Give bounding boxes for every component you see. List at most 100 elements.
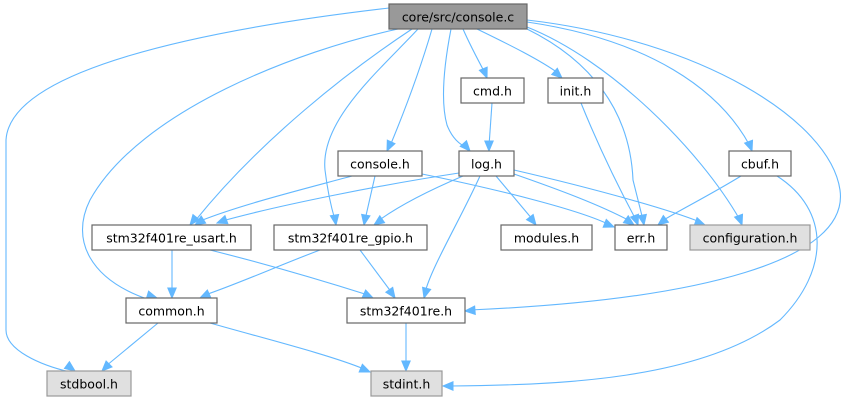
node-box	[370, 370, 443, 397]
node-label: configuration.h	[703, 231, 798, 246]
arrowhead-icon	[372, 214, 386, 226]
edge-line	[526, 21, 751, 147]
edge-log_h-to-modules_h	[495, 175, 537, 227]
arrowhead-icon	[386, 139, 396, 153]
node-label: err.h	[627, 231, 656, 246]
arrowhead-icon	[693, 216, 707, 227]
node-cbuf-h[interactable]: cbuf.h	[728, 150, 792, 177]
node-err-h[interactable]: err.h	[614, 224, 668, 251]
node-box	[689, 224, 811, 251]
node-box	[614, 224, 668, 251]
node-cmd-h[interactable]: cmd.h	[460, 77, 525, 104]
arrowhead-icon	[361, 289, 375, 299]
edge-line	[204, 249, 321, 296]
node-log-h[interactable]: log.h	[458, 150, 515, 177]
arrowhead-icon	[384, 286, 396, 300]
node-box	[460, 77, 525, 104]
edge-line	[364, 175, 376, 221]
edge-line	[199, 175, 353, 222]
arrowhead-icon	[358, 363, 372, 373]
edge-gpio_h-to-stm32_h	[359, 249, 396, 300]
edge-line	[221, 172, 460, 222]
edge-console_c-to-log_h	[443, 28, 471, 152]
edge-line	[424, 175, 481, 294]
edge-line	[513, 173, 631, 222]
node-label: console.h	[350, 157, 410, 172]
edge-line	[513, 169, 701, 223]
arrowhead-icon	[63, 360, 77, 372]
edge-log_h-to-configuration_h	[513, 169, 707, 227]
node-modules-h[interactable]: modules.h	[500, 224, 593, 251]
node-label: stm32f401re.h	[360, 304, 452, 319]
node-configuration-h: configuration.h	[689, 224, 811, 251]
edge-line	[359, 249, 393, 294]
arrowhead-icon	[198, 289, 212, 299]
arrowhead-icon	[441, 381, 454, 391]
arrowhead-icon	[459, 139, 471, 152]
node-stdbool-h: stdbool.h	[46, 370, 132, 397]
edge-cbuf_h-to-stdint_h	[441, 175, 818, 391]
edge-line	[495, 175, 534, 221]
node-label: modules.h	[514, 231, 579, 246]
edge-line	[377, 175, 464, 222]
arrowhead-icon	[550, 67, 563, 79]
node-label: cmd.h	[473, 84, 512, 99]
node-usart-h[interactable]: stm32f401re_usart.h	[91, 224, 252, 251]
node-box	[728, 150, 792, 177]
node-label: stm32f401re_gpio.h	[288, 231, 413, 246]
edge-line	[449, 175, 818, 387]
edge-common_h-to-stdbool_h	[101, 322, 159, 372]
arrowhead-icon	[329, 213, 340, 227]
arrowhead-icon	[463, 305, 476, 316]
edge-console_h-to-gpio_h	[361, 175, 376, 227]
edge-console_c-to-configuration_h	[526, 26, 744, 227]
edge-console_c-to-cmd_h	[462, 28, 488, 80]
edge-line	[209, 249, 369, 296]
arrowhead-icon	[101, 360, 113, 372]
node-label: common.h	[138, 304, 204, 319]
edge-console_c-to-console_h	[386, 28, 433, 153]
edge-line	[389, 28, 433, 147]
edge-console_c-to-stdbool_h	[5, 7, 390, 373]
arrowhead-icon	[629, 213, 640, 227]
node-gpio-h[interactable]: stm32f401re_gpio.h	[273, 224, 428, 251]
arrowhead-icon	[743, 139, 754, 153]
edge-init_h-to-err_h	[580, 102, 640, 227]
node-init-h[interactable]: init.h	[547, 77, 604, 104]
arrowhead-icon	[421, 286, 432, 300]
node-label: log.h	[471, 157, 502, 172]
node-box	[125, 297, 218, 324]
arrowhead-icon	[401, 360, 411, 373]
edge-console_h-to-usart_h	[193, 175, 353, 226]
arrowhead-icon	[525, 213, 537, 227]
node-box	[388, 3, 528, 30]
node-console-h[interactable]: console.h	[337, 150, 423, 177]
edge-console_c-to-init_h	[476, 28, 563, 79]
arrowhead-icon	[478, 66, 488, 80]
node-stm32-h[interactable]: stm32f401re.h	[346, 297, 466, 324]
edge-gpio_h-to-common_h	[198, 249, 321, 299]
edge-line	[194, 28, 413, 222]
edge-line	[661, 175, 742, 222]
edge-line	[469, 19, 841, 311]
edge-log_h-to-stm32_h	[421, 175, 481, 300]
edge-line	[488, 102, 493, 147]
edge-line	[462, 28, 486, 74]
node-stdint-h: stdint.h	[370, 370, 443, 397]
arrowhead-icon	[167, 287, 177, 300]
edge-console_c-to-gpio_h	[324, 28, 419, 227]
arrowhead-icon	[622, 214, 636, 226]
edge-cbuf_h-to-err_h	[656, 175, 742, 226]
edge-console_c-to-err_h	[526, 28, 647, 227]
node-console-c[interactable]: core/src/console.c	[388, 3, 528, 30]
edge-line	[81, 28, 399, 301]
node-box	[46, 370, 132, 397]
edge-console_c-to-usart_h	[189, 28, 413, 227]
node-label: stm32f401re_usart.h	[106, 231, 237, 246]
edge-line	[421, 173, 611, 226]
node-common-h[interactable]: common.h	[125, 297, 218, 324]
node-label: init.h	[560, 84, 592, 99]
node-box	[547, 77, 604, 104]
arrowhead-icon	[215, 214, 229, 225]
